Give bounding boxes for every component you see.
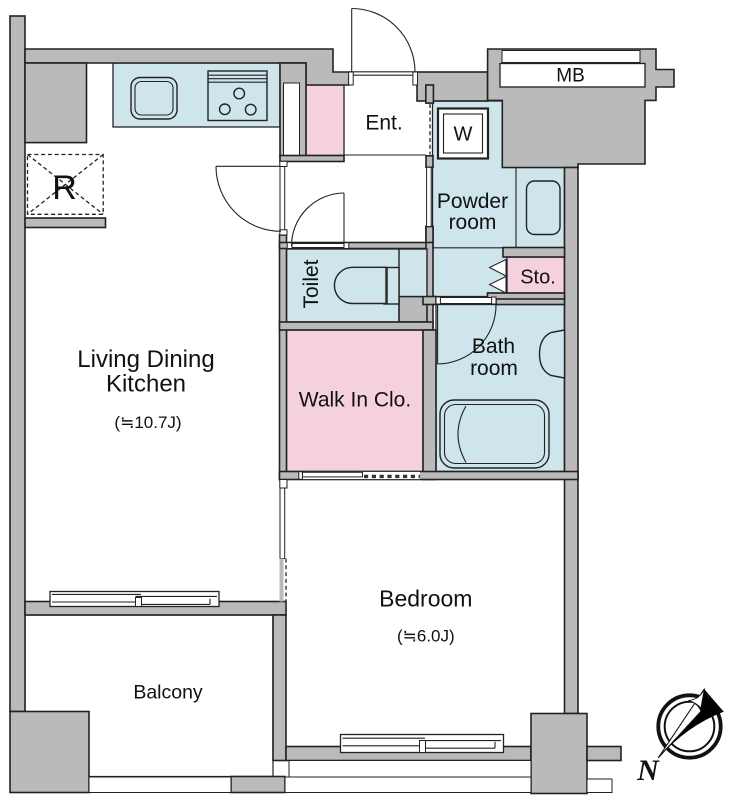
- wall-left: [9, 15, 26, 713]
- wall-hall-powder-bottom-jamb: [425, 225, 434, 244]
- wall-shoebox-bottom: [279, 154, 345, 163]
- ldk-balcony-window: [49, 590, 220, 608]
- bath-door: [435, 296, 497, 365]
- bath-counter: [538, 329, 566, 379]
- meter-box: [499, 50, 646, 88]
- bedroom-sliding-door: [279, 479, 288, 602]
- wic-sliding-door: [298, 471, 420, 480]
- label-meter-box: MB: [556, 66, 585, 87]
- corridor-strip-upper: [288, 760, 532, 778]
- kitchen-counter: [112, 62, 281, 128]
- label-entrance: Ent.: [365, 112, 402, 135]
- label-ldk-line2: Kitchen: [106, 371, 186, 398]
- wall-right-stub: [586, 745, 622, 762]
- wall-wic-right: [422, 329, 437, 481]
- wall-wic-bath-bottom: [278, 470, 579, 481]
- label-washer: W: [454, 124, 473, 146]
- wall-hall-toilet-left: [278, 234, 288, 481]
- entrance-shoe-cabinet: [305, 84, 345, 157]
- label-bedroom-area: (≒6.0J): [397, 627, 455, 646]
- entrance-door: [348, 7, 418, 86]
- ldk-hall-door: [215, 160, 288, 236]
- wall-bath-top-left: [422, 295, 437, 306]
- pipe-space: [283, 82, 300, 157]
- label-wic: Walk In Clo.: [299, 389, 411, 412]
- hall-powder-partition: [426, 104, 432, 228]
- room-entrance-floor: [344, 74, 426, 156]
- corridor-strip-right: [586, 778, 613, 793]
- label-compass-north: N: [636, 754, 660, 787]
- stove: [207, 70, 268, 122]
- wall-kitchen-chunk: [24, 62, 88, 144]
- label-storage: Sto.: [520, 267, 556, 289]
- refrigerator-space: [26, 153, 104, 215]
- label-powder-line2: room: [449, 211, 497, 234]
- wall-toilet-bottom: [278, 321, 434, 331]
- compass-icon: [656, 688, 724, 760]
- meter-box-rect: [499, 62, 646, 88]
- label-bedroom: Bedroom: [379, 586, 472, 612]
- room-floors: [24, 62, 566, 778]
- label-ldk-area: (≒10.7J): [114, 413, 181, 432]
- label-balcony: Balcony: [133, 682, 203, 704]
- wall-bottom-right-block: [530, 712, 588, 795]
- wall-storage-top: [502, 246, 566, 258]
- corridor-strip-lower: [284, 776, 532, 793]
- room-hall-floor: [287, 155, 427, 243]
- toilet-door: [286, 192, 350, 249]
- wall-balcony-corridor-chunk: [230, 775, 286, 794]
- bathtub: [439, 399, 550, 469]
- label-refrigerator: R: [52, 169, 77, 207]
- wall-balcony-bedroom: [272, 614, 287, 762]
- wall-fridge-ledge: [24, 217, 107, 229]
- bedroom-window: [339, 733, 505, 754]
- balcony-parapet-strip: [88, 776, 232, 793]
- room-ldk-floor: [25, 63, 280, 602]
- wall-hall-powder-top-jamb: [425, 155, 434, 169]
- toilet-fixture: [333, 248, 428, 305]
- wall-ent-powder-chunk: [424, 84, 435, 104]
- meter-box-upper-rect: [501, 50, 641, 63]
- label-bath-line1: Bath: [472, 335, 515, 358]
- outer-strips: [88, 760, 613, 793]
- label-powder-line1: Powder: [437, 190, 508, 213]
- labels: Living Dining Kitchen (≒10.7J) Bedroom (…: [52, 66, 660, 788]
- storage-bifold-door: [488, 258, 507, 294]
- wall-right: [563, 166, 579, 715]
- room-bath-floor: [435, 303, 566, 473]
- kitchen-sink: [130, 76, 178, 120]
- wall-bottom-left-block: [9, 710, 90, 794]
- washbasin: [525, 180, 561, 236]
- room-bedroom-floor: [286, 479, 565, 747]
- label-toilet: Toilet: [300, 259, 323, 308]
- wall-storage-bottom: [486, 292, 566, 300]
- label-ldk-line1: Living Dining: [77, 346, 214, 373]
- label-bath-line2: room: [470, 357, 518, 380]
- washing-machine: [436, 107, 490, 160]
